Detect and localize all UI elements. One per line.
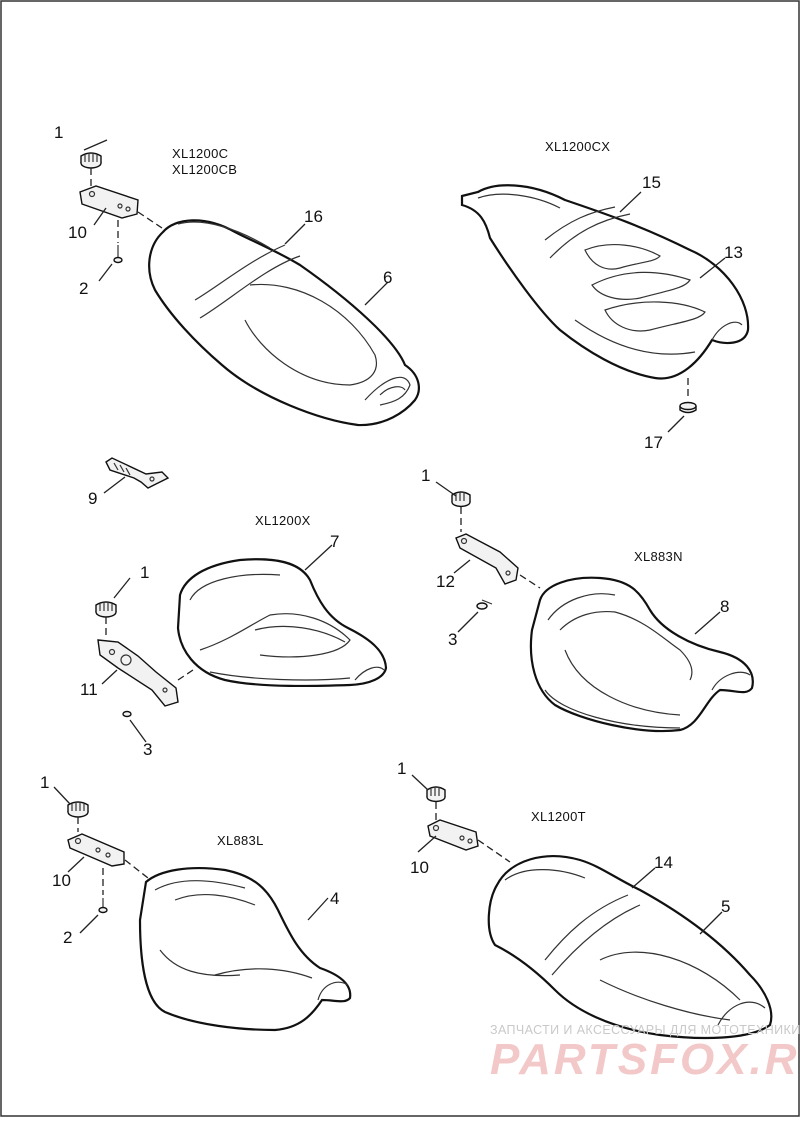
- watermark: ЗАПЧАСТИ И АКСЕССУАРЫ ДЛЯ МОТОТЕХНИКИ PA…: [490, 1023, 800, 1084]
- callout-10: 10: [410, 858, 429, 877]
- callout-8: 8: [720, 597, 729, 616]
- model-label-xl883l: XL883L: [217, 833, 264, 848]
- seat-xl1200t: [487, 855, 773, 1040]
- callout-1: 1: [140, 563, 149, 582]
- callout-15: 15: [642, 173, 661, 192]
- callout-9: 9: [88, 489, 97, 508]
- callout-1: 1: [40, 773, 49, 792]
- callout-2: 2: [79, 279, 88, 298]
- model-label-xl1200cb: XL1200CB: [172, 162, 237, 177]
- seat-knob-part: [426, 786, 446, 803]
- seat-xl1200c: [148, 219, 420, 427]
- group-xl883n: 1 12 3 8 XL883N: [421, 466, 754, 733]
- screw-part: [98, 898, 108, 914]
- group-xl1200t: 1 10 14 5 XL1200T: [397, 759, 773, 1040]
- watermark-caption: ЗАПЧАСТИ И АКСЕССУАРЫ ДЛЯ МОТОТЕХНИКИ: [490, 1023, 800, 1037]
- seat-bracket-part: [67, 833, 125, 867]
- callout-17: 17: [644, 433, 663, 452]
- callout-12: 12: [436, 572, 455, 591]
- model-label-xl1200c: XL1200C: [172, 146, 228, 161]
- watermark-brand: PARTSFOX.RU: [490, 1035, 800, 1084]
- screw-part: [476, 599, 493, 610]
- seat-bracket-part: [97, 639, 179, 707]
- seat-bracket-part: [427, 819, 479, 851]
- screw-part: [122, 710, 132, 718]
- model-label-xl1200x: XL1200X: [255, 513, 311, 528]
- group-xl1200x: 1 7 11 3 XL1200X: [80, 513, 388, 759]
- seat-knob-part: [67, 801, 89, 818]
- seat-xl883l: [138, 867, 352, 1032]
- group-xl1200c: 1 10 2 16 6 XL1200C XL1200CB: [54, 123, 420, 427]
- callout-7: 7: [330, 532, 339, 551]
- callout-6: 6: [383, 268, 392, 287]
- seat-bracket-part: [455, 533, 519, 585]
- callout-14: 14: [654, 853, 673, 872]
- callout-13: 13: [724, 243, 743, 262]
- model-label-xl883n: XL883N: [634, 549, 683, 564]
- seat-pan-bracket-part: [105, 457, 170, 489]
- screw-part: [113, 245, 123, 264]
- seat-xl1200x: [176, 558, 388, 688]
- seat-knob-part: [80, 152, 102, 169]
- callout-10: 10: [52, 871, 71, 890]
- seat-xl883n: [529, 576, 754, 733]
- group-xl1200cx: 15 13 17 XL1200CX: [460, 139, 750, 452]
- callout-4: 4: [330, 889, 339, 908]
- callout-1: 1: [421, 466, 430, 485]
- seat-knob-part: [451, 491, 471, 508]
- group-xl883l: 1 10 2 4 XL883L: [40, 773, 352, 1032]
- seat-xl1200cx: [460, 184, 750, 380]
- callout-3: 3: [448, 630, 457, 649]
- callout-1: 1: [54, 123, 63, 142]
- callout-2: 2: [63, 928, 72, 947]
- group-part-9: 9: [88, 457, 170, 508]
- rubber-bumper-part: [679, 401, 697, 414]
- callout-11: 11: [80, 680, 98, 699]
- model-label-xl1200cx: XL1200CX: [545, 139, 610, 154]
- callout-5: 5: [721, 897, 730, 916]
- callout-16: 16: [304, 207, 323, 226]
- callout-10: 10: [68, 223, 87, 242]
- seat-bracket-part: [79, 185, 139, 219]
- callout-1: 1: [397, 759, 406, 778]
- seat-knob-part: [95, 601, 117, 618]
- callout-3: 3: [143, 740, 152, 759]
- model-label-xl1200t: XL1200T: [531, 809, 586, 824]
